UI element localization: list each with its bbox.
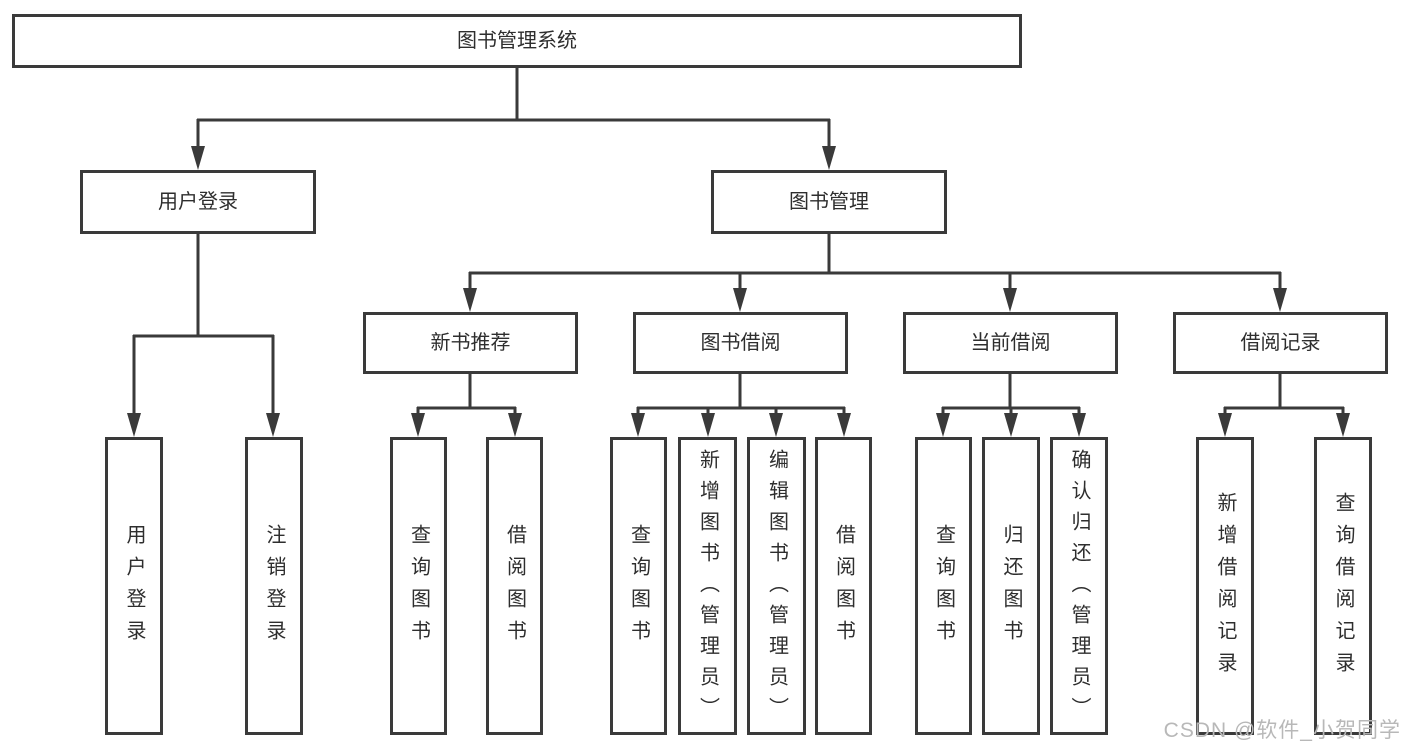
leaf-edit-books-admin: 编辑图书（管理员） <box>747 437 806 735</box>
node-current-borrow: 当前借阅 <box>903 312 1118 374</box>
leaf-add-borrow-record: 新增借阅记录 <box>1196 437 1254 735</box>
leaf-confirm-return-admin: 确认归还（管理员） <box>1050 437 1108 735</box>
node-user-login: 用户登录 <box>80 170 316 234</box>
node-book-management: 图书管理 <box>711 170 947 234</box>
csdn-watermark: CSDN @软件_小贺同学 <box>1163 719 1401 742</box>
node-root-system: 图书管理系统 <box>12 14 1022 68</box>
leaf-return-books: 归还图书 <box>982 437 1040 735</box>
leaf-query-books-current: 查询图书 <box>915 437 972 735</box>
node-new-book-recommend: 新书推荐 <box>363 312 578 374</box>
node-borrow-records: 借阅记录 <box>1173 312 1388 374</box>
leaf-add-books-admin: 新增图书（管理员） <box>678 437 737 735</box>
leaf-query-books-recommend: 查询图书 <box>390 437 447 735</box>
leaf-logout: 注销登录 <box>245 437 303 735</box>
leaf-borrow-books: 借阅图书 <box>815 437 872 735</box>
node-book-borrow: 图书借阅 <box>633 312 848 374</box>
leaf-borrow-books-recommend: 借阅图书 <box>486 437 543 735</box>
leaf-query-books-borrow: 查询图书 <box>610 437 667 735</box>
leaf-query-borrow-record: 查询借阅记录 <box>1314 437 1372 735</box>
leaf-user-login: 用户登录 <box>105 437 163 735</box>
